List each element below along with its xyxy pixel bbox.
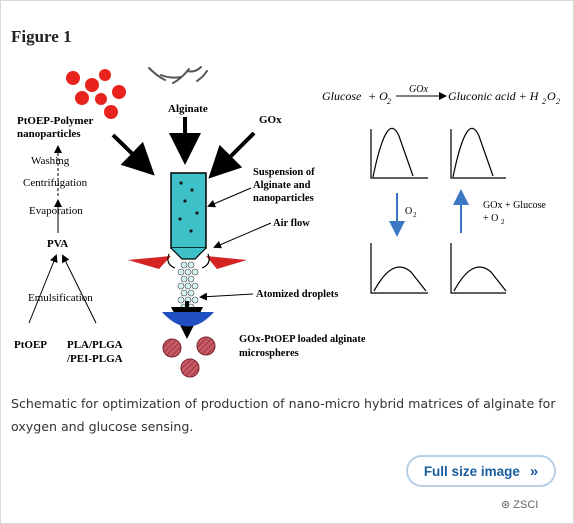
nanoparticles-label: PtOEP-Polymer — [17, 115, 93, 127]
full-size-label: Full size image — [423, 463, 520, 479]
evaporation-label: Evaporation — [29, 205, 83, 217]
equation-product: Gluconic acid + H — [448, 89, 540, 103]
emulsification-label: Emulsification — [28, 292, 93, 304]
schematic-diagram: PtOEP-Polymer nanoparticles Washing Cent… — [14, 66, 560, 378]
double-chevron-right-icon: » — [529, 462, 539, 480]
o2-down-label: O — [405, 206, 412, 217]
watermark: ⊛ ZSCI — [501, 498, 538, 511]
red-nanoparticles — [66, 69, 126, 119]
alginate-fibers-icon — [148, 66, 208, 84]
o2-down-sub: 2 — [413, 211, 417, 219]
suspension-label-3: nanoparticles — [253, 193, 314, 204]
suspension-label-2: Alginate and — [253, 180, 311, 191]
plus-o2-label: + O — [483, 213, 498, 224]
graph-transitions: O 2 GOx + Glucose + O 2 — [389, 189, 546, 237]
left-process-chain: PtOEP-Polymer nanoparticles Washing Cent… — [14, 115, 123, 365]
ptoep-label: PtOEP — [14, 339, 47, 351]
washing-label: Washing — [31, 155, 70, 167]
figure-caption: Schematic for optimization of production… — [11, 396, 556, 434]
microspheres-label-2: microspheres — [239, 348, 299, 359]
graph-top-left — [370, 127, 428, 179]
polymer-label-2: /PEI-PLGA — [66, 353, 123, 365]
center-inputs: Alginate GOx — [111, 103, 282, 179]
equation-enzyme: GOx — [409, 84, 428, 95]
pva-label: PVA — [47, 238, 68, 250]
atomized-label: Atomized droplets — [256, 289, 338, 300]
equation-h2-sub: 2 — [542, 97, 546, 106]
air-flow-label: Air flow — [273, 218, 310, 229]
polymer-label: PLA/PLGA — [67, 339, 123, 351]
microspheres-label: GOx-PtOEP loaded alginate — [239, 334, 366, 345]
equation-reactant: Glucose — [322, 89, 362, 103]
wechat-icon: ⊛ — [501, 499, 511, 511]
graph-bottom-right — [450, 243, 507, 294]
figure-title: Figure 1 — [11, 27, 72, 46]
full-size-image-button[interactable]: Full size image » — [406, 455, 556, 487]
gox-glucose-label: GOx + Glucose — [483, 200, 546, 211]
suspension-label: Suspension of — [253, 167, 315, 178]
nanoparticles-label-2: nanoparticles — [17, 128, 81, 140]
graph-bottom-left — [370, 243, 428, 294]
centrifugation-label: Centrifugation — [23, 177, 88, 189]
gox-label: GOx — [259, 114, 282, 126]
graph-top-right — [450, 127, 506, 179]
watermark-text: ZSCI — [513, 499, 539, 511]
center-annotations: Suspension of Alginate and nanoparticles… — [199, 167, 366, 359]
atomizer-column — [128, 172, 247, 378]
equation-plus-o2: + O — [368, 89, 388, 103]
equation-o2-sub: 2 — [387, 97, 391, 106]
plus-o2-sub: 2 — [501, 218, 505, 226]
equation-tail-o: O — [547, 89, 556, 103]
response-graphs — [370, 127, 507, 294]
reaction-equation: Glucose + O 2 GOx Gluconic acid + H 2 O … — [322, 84, 560, 106]
equation-tail-sub: 2 — [556, 97, 560, 106]
alginate-label: Alginate — [168, 103, 208, 115]
